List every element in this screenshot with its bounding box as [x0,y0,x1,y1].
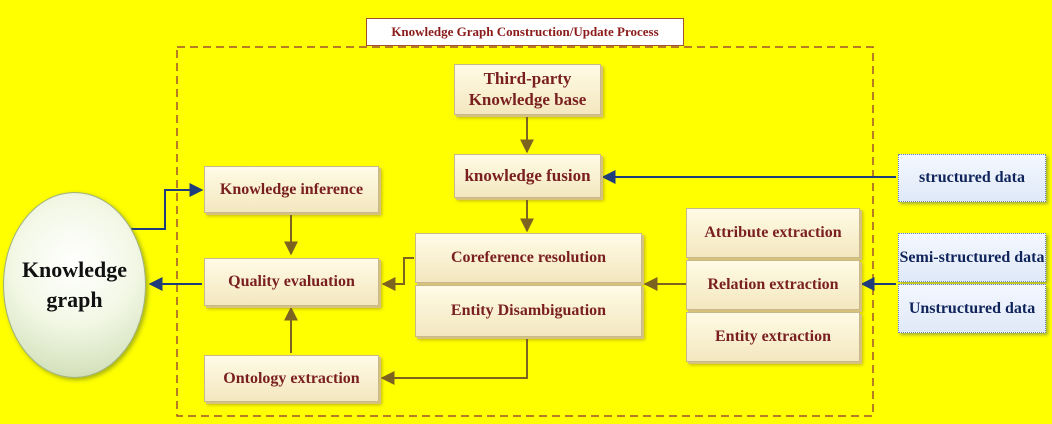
relation-extraction-node: Relation extraction [686,260,860,310]
arrow-coreference-to-quality [381,257,414,291]
third-party-kb-node: Third-party Knowledge base [454,64,601,115]
coreference-resolution-node: Coreference resolution [415,233,642,283]
arrow-graph-to-inference [128,183,204,230]
unstructured-data-node: Unstructured data [898,284,1046,333]
entity-disambiguation-node: Entity Disambiguation [415,285,642,337]
semi-structured-data-node: Semi-structured data [898,233,1046,282]
arrow-disambiguation-to-ontology [380,337,528,385]
knowledge-graph-node: Knowledge graph [3,192,146,378]
quality-evaluation-node: Quality evaluation [204,258,379,306]
ontology-extraction-node: Ontology extraction [204,355,379,402]
diagram-title: Knowledge Graph Construction/Update Proc… [366,18,684,46]
attribute-extraction-node: Attribute extraction [686,208,860,258]
knowledge-inference-node: Knowledge inference [204,166,379,213]
knowledge-fusion-node: knowledge fusion [454,154,601,198]
structured-data-node: structured data [898,154,1046,202]
entity-extraction-node: Entity extraction [686,312,860,362]
